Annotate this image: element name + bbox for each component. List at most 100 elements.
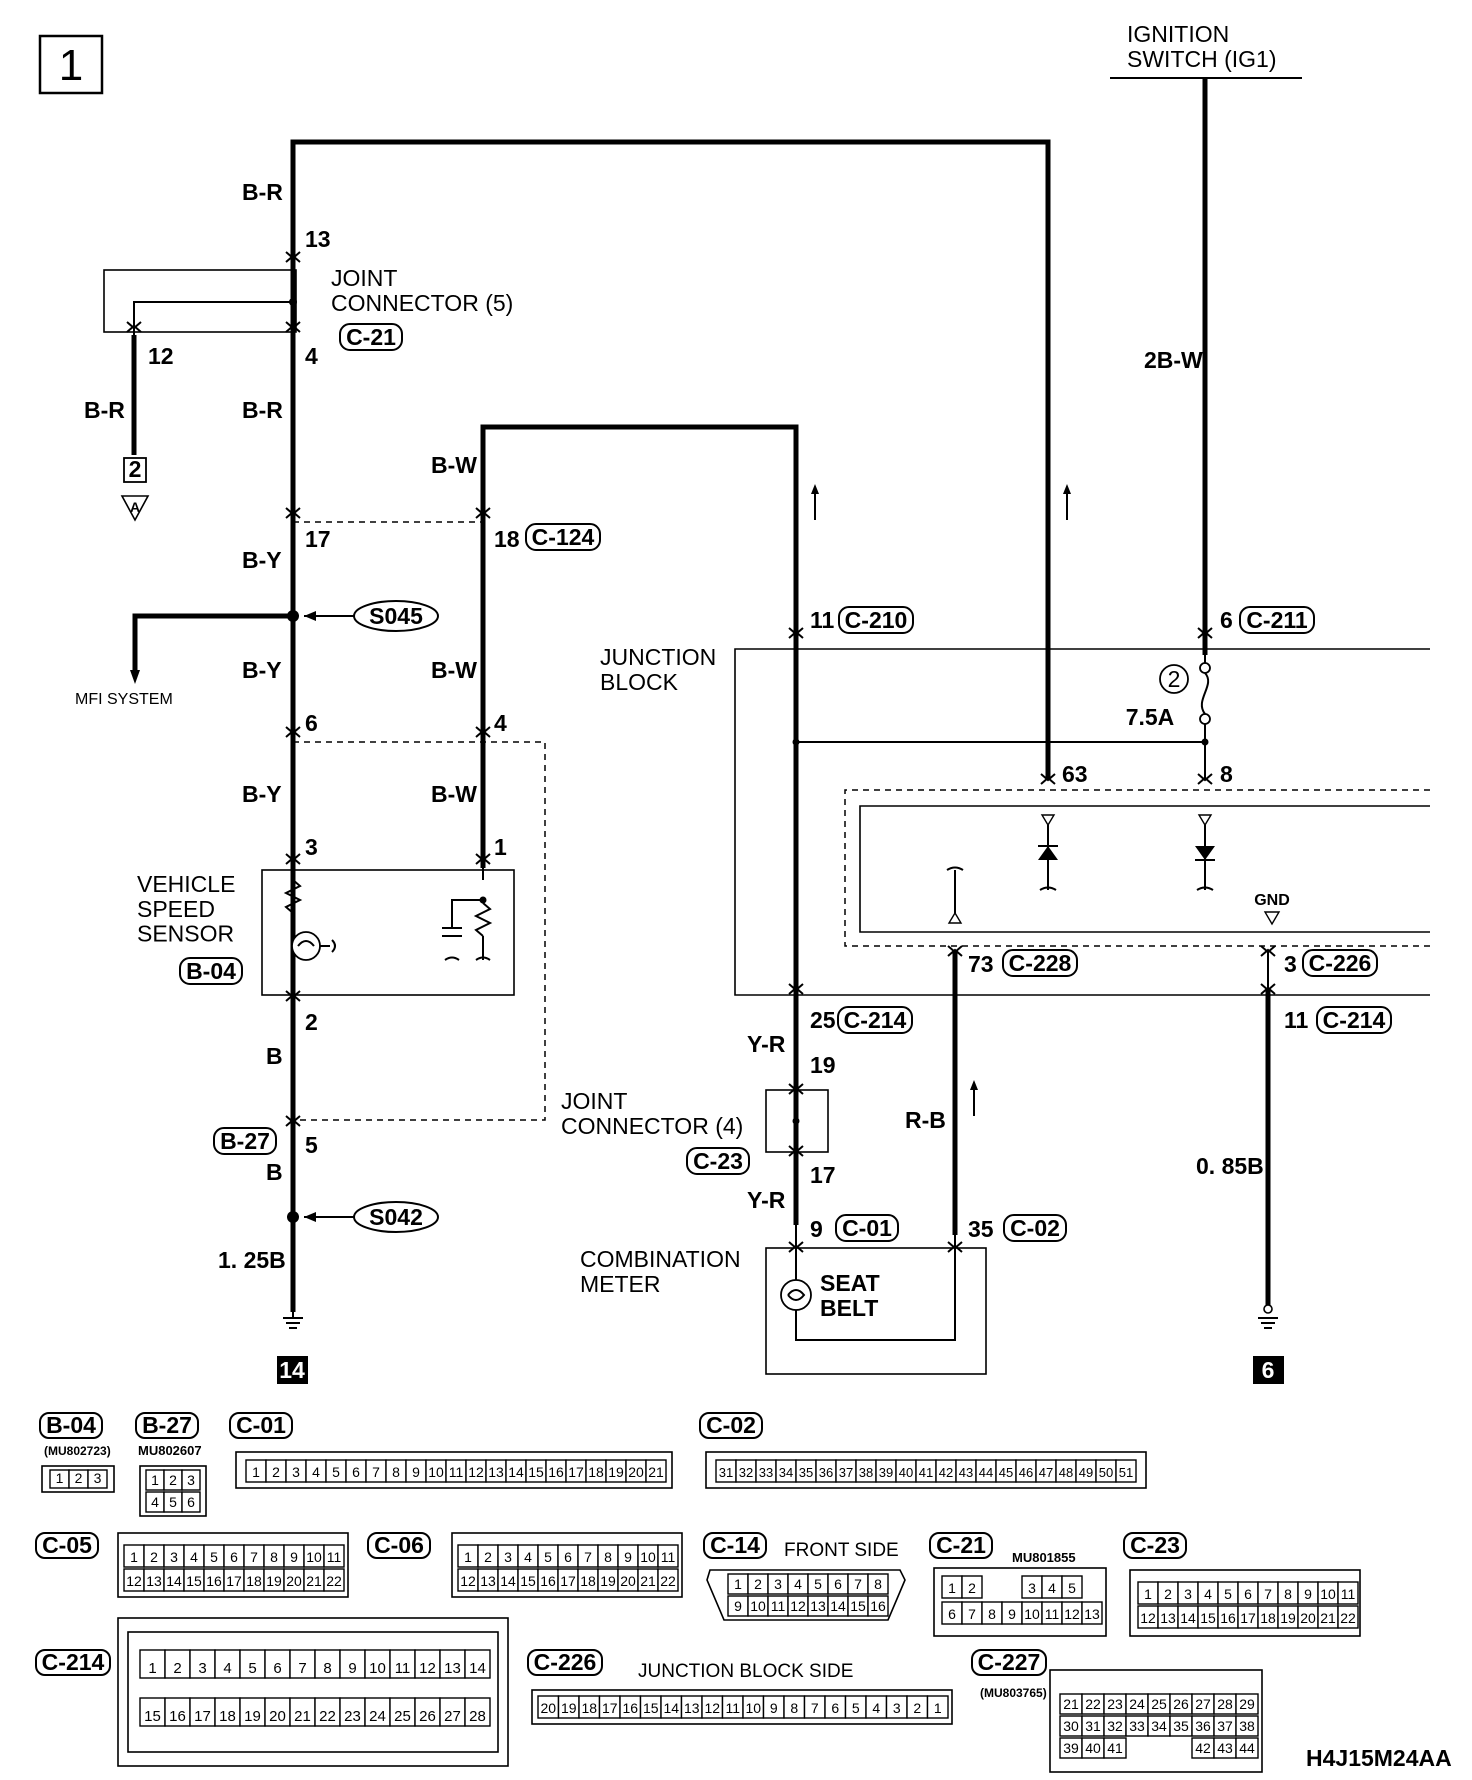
connector-pin-number: 35: [799, 1465, 813, 1480]
wire-label-bw-18: B-W: [431, 452, 477, 478]
connector-view-frame: [1129, 1569, 1361, 1637]
connector-ref-label: B-27: [220, 1128, 270, 1154]
combination-meter-box: [765, 1247, 987, 1375]
wire-label-yr-19: Y-R: [747, 1031, 786, 1057]
connector-pin-number: 33: [759, 1465, 773, 1480]
wire-label-125b: 1. 25B: [218, 1247, 286, 1273]
connector-pin-number: 6: [564, 1549, 572, 1565]
joint-connector-4-node: [792, 1117, 800, 1125]
connector-pin-number: 16: [1220, 1610, 1236, 1626]
connector-pin-number: 31: [1085, 1718, 1101, 1734]
connector-pin-cell: [1337, 1581, 1359, 1605]
connector-ref-label: C-226: [1309, 950, 1372, 976]
connector-view-name: C-02: [706, 1412, 756, 1438]
connector-pin-number: 3: [1184, 1586, 1192, 1602]
connector-ref-badge: [1002, 949, 1078, 977]
pin-chevron: [285, 507, 301, 516]
connector-pin-number: 7: [584, 1549, 592, 1565]
connector-ref-badge: [213, 1127, 277, 1155]
connector-pin-number: 41: [919, 1465, 933, 1480]
connector-pin-number: 7: [968, 1606, 976, 1622]
wire-label-b-5: B: [266, 1159, 283, 1185]
connector-pin-number: 11: [725, 1700, 740, 1716]
connector-pin-cell: [189, 1697, 216, 1727]
pin-11-c210: 11: [810, 607, 835, 633]
pin-11-c214: 11: [1284, 1007, 1309, 1033]
connector-view-name-badge: [35, 1532, 99, 1559]
connector-pin-number: 10: [750, 1598, 766, 1614]
connector-pin-cell: [139, 1697, 166, 1727]
connector-pin-number: 4: [190, 1549, 198, 1565]
splice-s042-dot: [287, 1211, 299, 1223]
connector-pin-number: 26: [419, 1708, 436, 1725]
connector-view-frame: [1049, 1669, 1263, 1773]
connector-pin-cell: [1061, 1575, 1083, 1599]
connector-pin-cell: [414, 1649, 441, 1679]
connector-pin-number: 1: [148, 1660, 156, 1677]
pin-chevron: [1260, 948, 1276, 957]
connector-view-name-badge: [135, 1412, 199, 1439]
connector-pin-number: 2: [754, 1576, 762, 1592]
connector-pin-number: 10: [1320, 1586, 1336, 1602]
connector-pin-number: 30: [1063, 1718, 1079, 1734]
connector-view-name-badge: [367, 1532, 431, 1559]
connector-pin-number: 3: [1028, 1580, 1036, 1596]
connector-view-name: C-227: [978, 1649, 1041, 1675]
connector-pin-number: 3: [170, 1549, 178, 1565]
pin-35-c02: 35: [968, 1216, 994, 1242]
connector-pin-number: 5: [210, 1549, 218, 1565]
wire-label-bw-4: B-W: [431, 781, 477, 807]
connector-pin-number: 7: [854, 1576, 862, 1592]
splice-s042-label: S042: [369, 1204, 423, 1230]
connector-pin-number: 10: [428, 1464, 444, 1480]
connector-pin-number: 41: [1107, 1740, 1123, 1756]
connector-pin-number: 5: [169, 1494, 177, 1510]
connector-pin-cell: [389, 1697, 416, 1727]
connector-pin-cell: [1081, 1601, 1103, 1625]
connector-ref-label: C-21: [346, 324, 396, 350]
connector-pin-number: 9: [1008, 1606, 1016, 1622]
connector-pin-number: 1: [252, 1464, 260, 1480]
wire-br-loop: [290, 139, 1051, 778]
connector-view-name: C-214: [42, 1649, 105, 1675]
connector-pin-number: 21: [294, 1708, 311, 1725]
connector-pin-number: 11: [771, 1598, 786, 1614]
splice-s045-label: S045: [369, 603, 423, 629]
connector-pin-number: 9: [1304, 1586, 1312, 1602]
fuse-number-circle: [1159, 664, 1189, 694]
connector-pin-number: 5: [852, 1700, 860, 1716]
pin-4-b27: 4: [494, 710, 507, 736]
connector-pin-number: 8: [392, 1464, 400, 1480]
connector-ref-badge: [525, 523, 601, 551]
pin-chevron: [788, 1145, 804, 1154]
connector-view-name-badge: [929, 1532, 993, 1559]
connector-view-note: FRONT SIDE: [784, 1540, 899, 1561]
connector-ref-badge: [1316, 1006, 1392, 1034]
connector-pin-cell: [323, 1544, 345, 1568]
seat-belt-indicator-icon: [780, 1279, 812, 1311]
pin-2-vss: 2: [305, 1009, 318, 1035]
connector-pin-number: 18: [246, 1573, 262, 1589]
pin-73-c228: 73: [968, 951, 994, 977]
connector-pin-number: 21: [640, 1573, 656, 1589]
connector-ref-badge: [339, 323, 403, 351]
connector-ref-label: B-04: [186, 958, 236, 984]
connector-pin-number: 5: [332, 1464, 340, 1480]
connector-pin-number: 44: [1239, 1740, 1255, 1756]
pin-chevron: [1040, 776, 1056, 785]
connector-pin-number: 8: [323, 1660, 331, 1677]
connector-view-frame: [117, 1532, 349, 1598]
connector-pin-number: 17: [602, 1700, 618, 1716]
connector-pin-number: 9: [348, 1660, 356, 1677]
pin-chevron: [285, 856, 301, 865]
connector-ref-badge: [838, 606, 914, 634]
connector-view-name: C-23: [1130, 1532, 1180, 1558]
connector-pin-number: 46: [1019, 1465, 1033, 1480]
connector-pin-number: 12: [790, 1598, 806, 1614]
connector-pin-number: 15: [528, 1464, 544, 1480]
connector-pin-cell: [181, 1491, 201, 1513]
connector-pin-number: 6: [230, 1549, 238, 1565]
connector-pin-number: 10: [306, 1549, 322, 1565]
